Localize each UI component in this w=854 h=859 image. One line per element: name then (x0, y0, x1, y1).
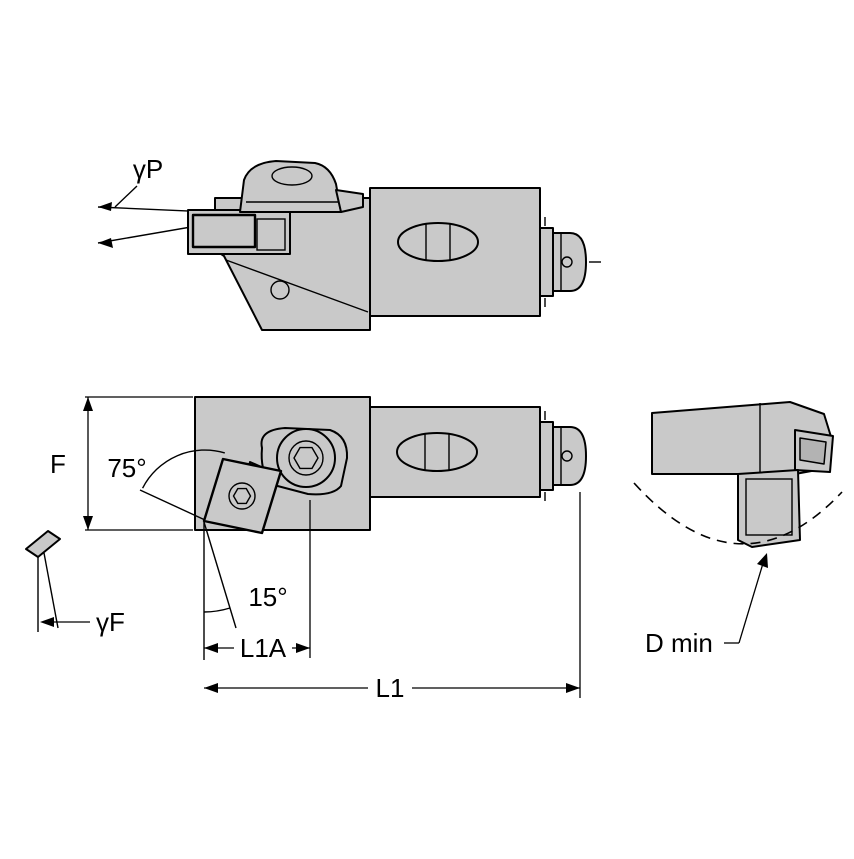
gamma-f-insert-section (25, 530, 61, 558)
l1a-arrow-right (296, 643, 310, 653)
end-view-insert-face (745, 478, 793, 536)
gamma-p-arrow-top (98, 202, 112, 211)
front-view-slot (396, 432, 478, 472)
dimension-f: F (50, 396, 193, 531)
angle-15-arc (203, 607, 231, 613)
front-view-screw (552, 426, 587, 486)
top-view-pin-hole (270, 280, 290, 300)
top-view: γP (97, 154, 601, 331)
dimension-l1a: L1A (204, 500, 311, 663)
gamma-f-arrow (40, 617, 54, 627)
dmin-leader-arrow (757, 553, 768, 568)
insert-screw-hole (228, 482, 256, 510)
angle-75-ray (139, 489, 206, 521)
label-75: 75° (107, 453, 146, 483)
front-view-shank (369, 406, 541, 498)
gamma-p-leader (114, 185, 138, 208)
l1a-arrow-left (204, 643, 218, 653)
top-view-head-diagonal (225, 259, 369, 313)
clamp-hex-socket (293, 446, 319, 470)
dmin-annotation: D min (645, 553, 768, 658)
front-view (194, 396, 587, 535)
clamp-screw-outer (276, 428, 336, 488)
top-view-screw (552, 232, 587, 292)
top-view-insert (191, 213, 257, 249)
top-view-clamp-nose (335, 189, 364, 213)
f-arrow-bottom (83, 516, 93, 530)
l1-arrow-left (204, 683, 218, 693)
label-gamma-f: γF (96, 607, 125, 637)
label-d-min: D min (645, 628, 713, 658)
top-view-screw-center (561, 256, 573, 268)
label-gamma-p: γP (133, 154, 163, 184)
insert (202, 457, 283, 535)
label-15: 15° (248, 582, 287, 612)
dimension-l1: L1 (204, 492, 581, 703)
label-l1a: L1A (240, 633, 287, 663)
angle-75-arc (141, 449, 225, 489)
top-view-shim (256, 218, 286, 251)
gamma-p-arrow-bottom (98, 238, 113, 248)
top-view-coupling (539, 227, 554, 297)
top-view-shank (369, 187, 541, 317)
gamma-f-line-slant (43, 552, 59, 629)
top-view-clamp-hole (271, 166, 313, 186)
dmin-arc (633, 482, 843, 545)
angle-15-annotation: 15° (203, 521, 288, 660)
l1-arrow-right (566, 683, 580, 693)
end-view-insert-block (737, 469, 801, 548)
insert-hex-socket (232, 487, 252, 505)
gamma-f-annotation: γF (25, 530, 125, 637)
dmin-leader-diagonal (738, 559, 765, 644)
end-view: D min (633, 401, 843, 658)
front-view-screw-center (561, 450, 573, 462)
top-view-slot (397, 222, 479, 262)
clamp-screw-inner (288, 440, 324, 476)
f-arrow-top (83, 397, 93, 411)
label-f: F (50, 449, 66, 479)
front-view-coupling (539, 421, 554, 491)
label-l1: L1 (376, 673, 405, 703)
dimensions: F 75° 15° γF (25, 396, 581, 703)
end-view-lug-notch (799, 437, 827, 465)
angle-75-annotation: 75° (107, 449, 225, 521)
top-view-clamp (239, 160, 342, 213)
angle-15-slant (203, 521, 237, 629)
